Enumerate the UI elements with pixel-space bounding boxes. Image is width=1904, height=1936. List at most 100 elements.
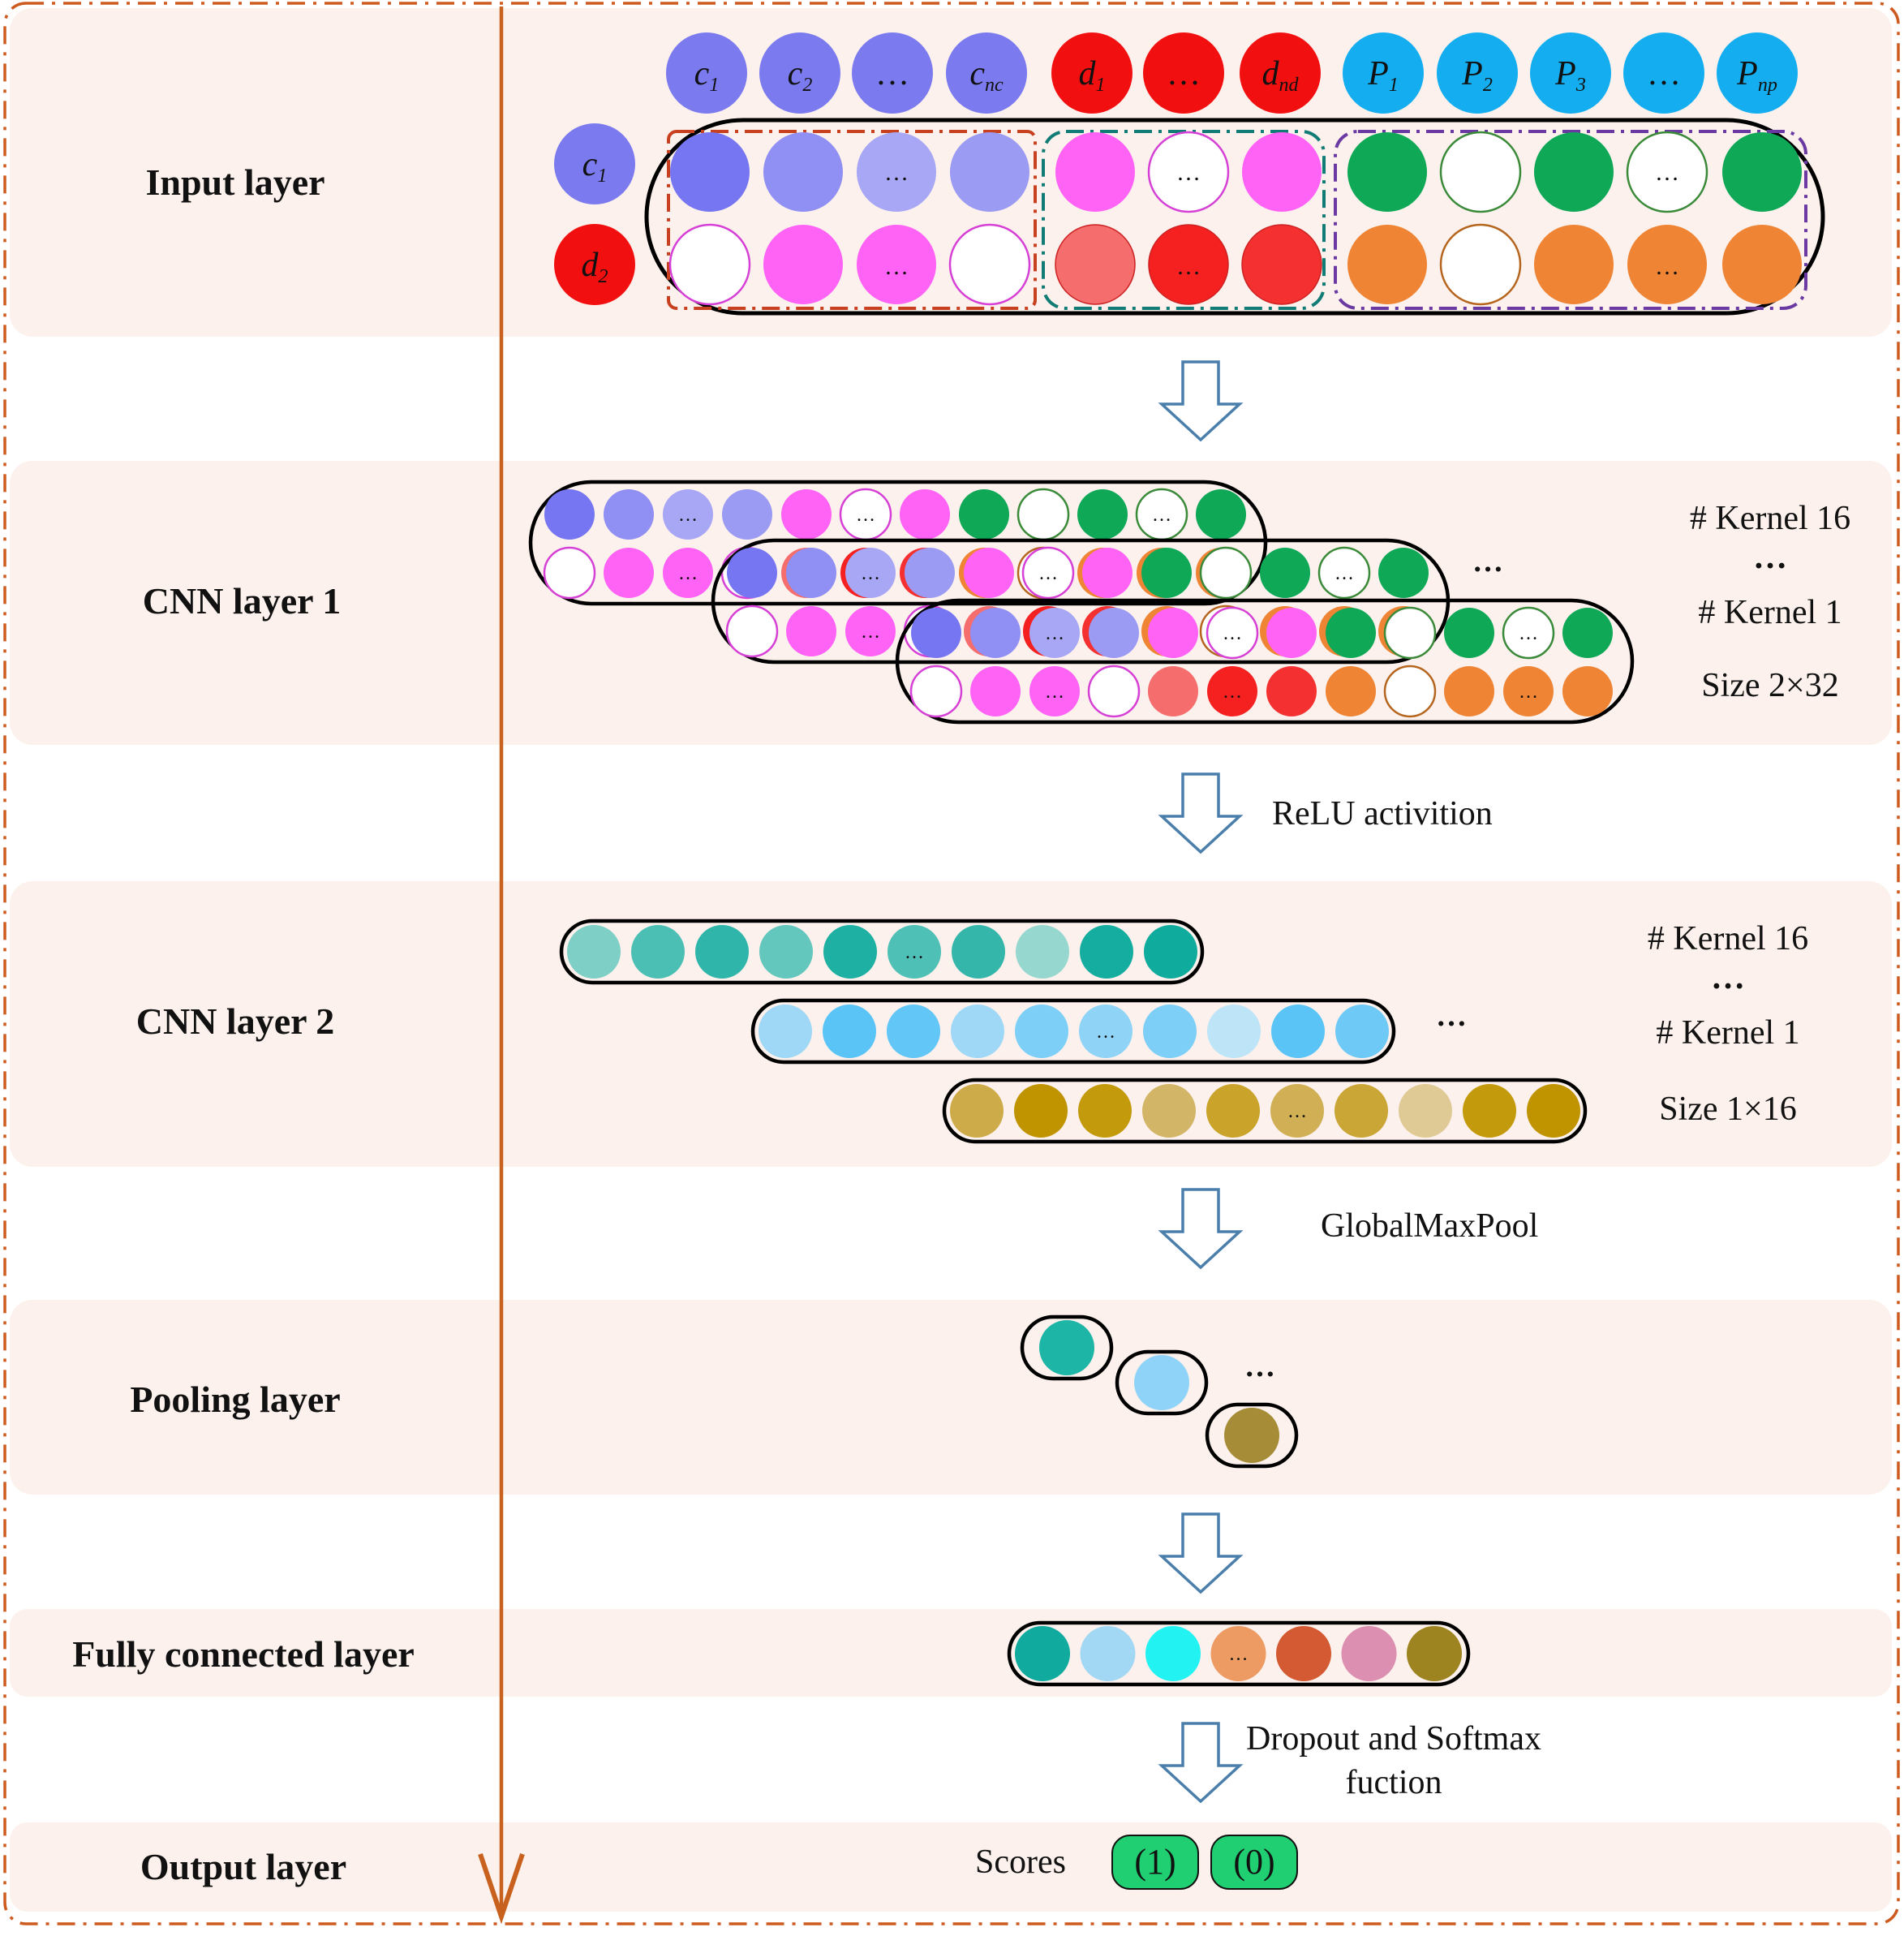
input-r2-dots-2: …	[884, 253, 909, 280]
header-token-7: dnd	[1240, 32, 1321, 114]
cnn1-vdots: …	[1753, 539, 1787, 576]
arrow-globalmaxpool	[1158, 1188, 1244, 1270]
input-r2-cell-3	[857, 225, 936, 304]
cnn1-map3-r2-7	[1266, 666, 1317, 716]
input-r1-dots-10: …	[1655, 159, 1679, 186]
side-token-1-label: c1	[582, 146, 608, 187]
cnn1-map3-r2-3	[1029, 666, 1080, 716]
arrow-relu	[1158, 772, 1244, 854]
cnn1-map2-r1-8	[1141, 548, 1192, 598]
label-fully-connected-layer: Fully connected layer	[72, 1633, 415, 1675]
header-token-9-circle	[1437, 32, 1518, 114]
cnn1-map3-r1-dots-5: …	[1223, 623, 1242, 644]
input-r2-cell-12	[1722, 225, 1802, 304]
header-token-2: c2	[759, 32, 840, 114]
cnn2-map1-unit-8	[1016, 925, 1069, 979]
scores-label: Scores	[975, 1844, 1066, 1881]
cnn2-map3-unit-5	[1206, 1084, 1260, 1138]
score-1-box	[1111, 1835, 1199, 1890]
fc-outline	[1007, 1620, 1471, 1687]
fc-unit-3	[1145, 1626, 1201, 1681]
cnn1-size: Size 2×32	[1701, 667, 1839, 704]
cnn2-map1-unit-7	[952, 925, 1005, 979]
header-token-1-circle	[666, 32, 747, 114]
pool-hdots: …	[1244, 1349, 1275, 1383]
input-r2-cell-7	[1241, 224, 1322, 305]
input-r1-cell-6	[1147, 131, 1230, 213]
layer-labels: Input layer CNN layer 1 CNN layer 2 Pool…	[72, 161, 415, 1887]
score-0-box	[1210, 1835, 1298, 1890]
input-r1-cell-2	[763, 132, 843, 212]
cnn1-map2-r1-5	[964, 548, 1014, 598]
cnn1-map3-r1-dots-10: …	[1519, 623, 1538, 644]
cnn2-map1-unit-4	[759, 925, 813, 979]
cnn2-map2-unit-1	[759, 1005, 812, 1058]
input-r1-cell-1	[670, 132, 750, 212]
cnn2-map2-unit-3	[887, 1005, 940, 1058]
cnn1-hdots: …	[1472, 544, 1503, 579]
pool-unit-circle-1	[1039, 1320, 1094, 1375]
pooling-outputs	[1020, 1314, 1299, 1469]
cnn1-map-outline-3	[895, 598, 1635, 725]
header-token-6: …	[1143, 32, 1224, 114]
cnn2-map2-dots: …	[1096, 1022, 1115, 1043]
cnn2-map3-unit-6	[1270, 1084, 1324, 1138]
pool-band	[10, 1300, 1892, 1495]
arrow-dropout-softmax	[1158, 1722, 1244, 1804]
header-token-2-circle	[759, 32, 840, 114]
side-token-2-label: d2	[582, 247, 608, 287]
cnn2-map2-unit-2	[823, 1005, 876, 1058]
cnn2-map3-unit-7	[1335, 1084, 1388, 1138]
arrow-pool-to-fc	[1158, 1512, 1244, 1594]
header-token-1: c1	[666, 32, 747, 114]
fc-unit-2	[1080, 1626, 1136, 1681]
header-token-12: Pnp	[1717, 32, 1798, 114]
header-token-4-circle	[946, 32, 1027, 114]
cnn2-map1-unit-2	[631, 925, 685, 979]
cnn1-map2-r1-11	[1317, 546, 1371, 600]
header-token-5-label: d1	[1079, 55, 1106, 96]
cnn1-map3-r2-5	[1148, 666, 1198, 716]
header-token-11-label: …	[1647, 55, 1681, 92]
cnn1-map1-r1-7	[900, 489, 950, 540]
cnn1-map2-r1-7	[1082, 548, 1133, 598]
cnn1-map1-r2-dots-2: …	[678, 563, 698, 584]
input-r1-cell-9	[1439, 131, 1522, 213]
cnn2-map3-unit-8	[1399, 1084, 1452, 1138]
header-token-11: …	[1623, 32, 1704, 114]
cnn1-map-3: ………………	[895, 598, 1635, 725]
cnn2-map2-unit-8	[1207, 1005, 1261, 1058]
cnn2-map2-unit-6	[1079, 1005, 1133, 1058]
output-band	[10, 1822, 1892, 1912]
cnn2-map3-unit-4	[1142, 1084, 1196, 1138]
side-token-2: d2	[554, 224, 635, 305]
cnn2-size: Size 1×16	[1659, 1091, 1797, 1128]
cnn1-map2-r2-3	[845, 606, 896, 656]
drug-group-outline	[667, 130, 1037, 310]
pool-unit-2	[1115, 1349, 1209, 1416]
input-r1-cell-8	[1347, 132, 1427, 212]
pool-unit-outline-3	[1205, 1402, 1299, 1469]
header-token-3-label: …	[875, 55, 909, 92]
cnn2-map3-unit-2	[1014, 1084, 1068, 1138]
cnn1-map1-r1-3	[663, 489, 713, 540]
cnn1-map3-r1-6	[1206, 606, 1259, 660]
cnn2-map-outline-3	[942, 1078, 1588, 1144]
cnn1-map-outline-1	[528, 480, 1268, 606]
header-token-6-circle	[1143, 32, 1224, 114]
header-token-6-label: …	[1167, 55, 1201, 92]
cnn1-map1-r1-dots-2: …	[678, 505, 698, 526]
header-token-4: cnc	[946, 32, 1027, 114]
cnn1-map3-r2-8	[1326, 666, 1376, 716]
cnn1-map3-r1-5	[1148, 608, 1198, 658]
fc-unit-4	[1210, 1626, 1266, 1681]
dropout-label-line1: Dropout and Softmax	[1246, 1720, 1541, 1757]
cnn1-map3-r2-2	[970, 666, 1021, 716]
cnn1-map3-r2-1	[909, 665, 963, 718]
pool-unit-3	[1205, 1402, 1299, 1469]
header-token-7-circle	[1240, 32, 1321, 114]
cnn1-map3-r2-9	[1383, 665, 1437, 718]
